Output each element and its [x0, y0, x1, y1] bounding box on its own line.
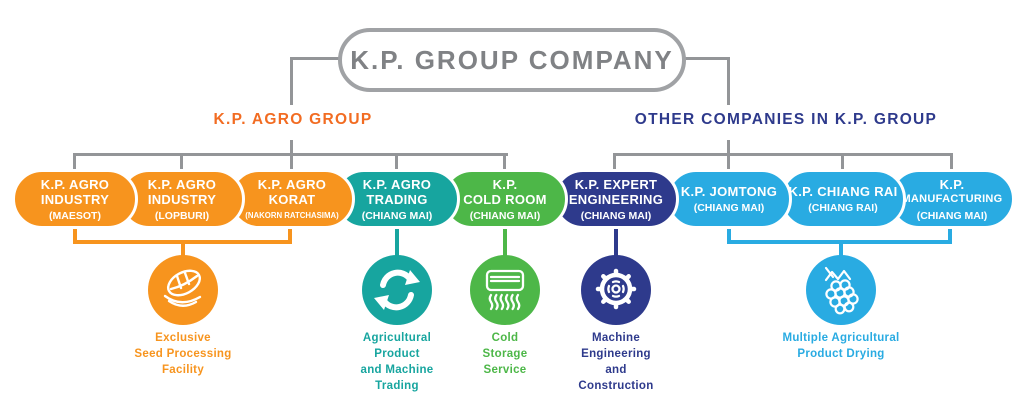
company-name: ENGINEERING [568, 191, 664, 207]
cold-storage-icon [470, 255, 540, 325]
berry-icon [806, 255, 876, 325]
company-location: (CHIANG MAI) [916, 209, 988, 222]
company-location: (CHIANG RAI) [808, 202, 878, 214]
connector-line [503, 153, 506, 171]
service-caption: Multiple Agricultural Product Drying [782, 332, 900, 360]
company-node-chiang-rai: K.P. CHIANG RAI (CHIANG RAI) [780, 169, 906, 229]
company-name: K.P. AGRO [257, 176, 327, 192]
company-name: K.P. [492, 176, 518, 192]
company-location: (CHIANG MAI) [693, 202, 765, 214]
company-name: MANUFACTURING [901, 192, 1003, 205]
company-name: K.P. AGRO [40, 176, 110, 192]
connector-line [613, 153, 953, 156]
agro-bracket-line [73, 228, 77, 244]
company-node-cold-room: K.P. COLD ROOM (CHIANG MAI) [442, 169, 568, 229]
connector-line [73, 153, 508, 156]
company-node-jomtong: K.P. JOMTONG (CHIANG MAI) [666, 169, 792, 229]
company-location: (LOPBURI) [154, 209, 210, 222]
service-agri-trading: Agricultural Product and Machine Trading [317, 255, 477, 394]
service-caption: Machine Engineering and Construction [578, 332, 654, 392]
engineering-connector-line [614, 228, 618, 258]
connector-line [73, 153, 76, 171]
corn-seed-icon [148, 255, 218, 325]
group-header-other: OTHER COMPANIES IN K.P. GROUP [634, 111, 938, 128]
service-caption: Agricultural Product and Machine Trading [360, 332, 434, 392]
company-node-agro-industry-maesot: K.P. AGRO INDUSTRY (MAESOT) [12, 169, 138, 229]
connector-line [290, 57, 293, 105]
company-location: (CHIANG MAI) [580, 209, 652, 222]
agro-bracket-line [288, 228, 292, 244]
company-location: (CHIANG MAI) [361, 209, 433, 222]
company-name: TRADING [366, 191, 428, 207]
service-caption: Cold Storage Service [482, 332, 528, 376]
group-header-agro: K.P. AGRO GROUP [213, 111, 373, 128]
company-name: INDUSTRY [40, 191, 110, 207]
company-name: K.P. AGRO [362, 176, 432, 192]
company-location: (CHIANG MAI) [469, 209, 541, 222]
company-node-agro-industry-lopburi: K.P. AGRO INDUSTRY (LOPBURI) [119, 169, 245, 229]
service-caption: Exclusive Seed Processing Facility [134, 332, 232, 376]
company-name: INDUSTRY [147, 191, 217, 207]
service-cold-storage: Cold Storage Service [425, 255, 585, 378]
root-company-title: K.P. GROUP COMPANY [350, 44, 674, 75]
connector-line [727, 57, 730, 105]
company-location: (NAKORN RATCHASIMA) [245, 210, 339, 220]
connector-line [395, 153, 398, 171]
cold-room-connector-line [503, 228, 507, 258]
company-node-expert-engineering: K.P. EXPERT ENGINEERING (CHIANG MAI) [553, 169, 679, 229]
company-name: K.P. EXPERT [574, 176, 658, 192]
agro-bracket-line [181, 240, 185, 258]
company-location: (MAESOT) [49, 209, 101, 222]
company-name: KORAT [268, 191, 316, 207]
connector-line [291, 57, 340, 60]
service-seed-processing: Exclusive Seed Processing Facility [103, 255, 263, 378]
trading-cycle-icon [362, 255, 432, 325]
connector-line [684, 57, 730, 60]
service-product-drying: Multiple Agricultural Product Drying [741, 255, 941, 362]
company-node-manufacturing: K.P. MANUFACTURING (CHIANG MAI) [889, 169, 1015, 229]
service-machine-engineering: Machine Engineering and Construction [536, 255, 696, 394]
company-name: K.P. CHIANG RAI [788, 184, 898, 199]
company-name: K.P. AGRO [147, 176, 217, 192]
company-name: COLD ROOM [463, 191, 547, 207]
blue-bracket-line [727, 228, 731, 244]
connector-line [950, 153, 953, 171]
blue-bracket-line [839, 240, 843, 258]
connector-line [180, 153, 183, 171]
root-company-node: K.P. GROUP COMPANY [338, 28, 686, 92]
gear-icon [581, 255, 651, 325]
company-name: K.P. JOMTONG [680, 184, 778, 199]
trading-connector-line [395, 228, 399, 258]
connector-line [841, 153, 844, 171]
company-name: K.P. [939, 176, 965, 192]
connector-line [613, 153, 616, 171]
company-node-agro-korat: K.P. AGRO KORAT (NAKORN RATCHASIMA) [229, 169, 355, 229]
blue-bracket-line [948, 228, 952, 244]
